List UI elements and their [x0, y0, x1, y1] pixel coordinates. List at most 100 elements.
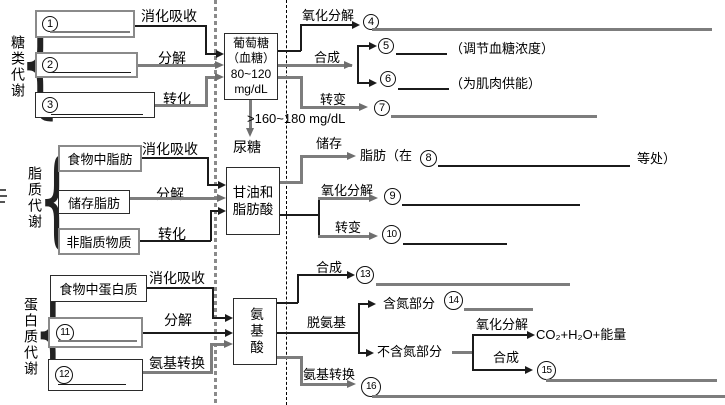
section-label-protein: 蛋白质代谢 [23, 297, 39, 377]
arrowhead-icon [225, 328, 233, 337]
flow-line [205, 25, 207, 54]
flow-line [297, 274, 299, 303]
arrowhead-icon [216, 49, 224, 58]
lipid-process-digestion: 消化吸收 [142, 141, 198, 157]
oxidation-result-text: CO₂+H₂O+能量 [536, 327, 627, 342]
arrowhead-icon [347, 152, 356, 160]
aminoacid-box-label: 氨基酸 [248, 306, 263, 357]
flow-line [212, 317, 225, 319]
arrowhead-icon [352, 20, 360, 29]
flow-line [278, 63, 352, 67]
flow-line [300, 383, 348, 386]
circled-number-1: 1 [42, 16, 58, 32]
arrowhead-icon [218, 206, 226, 215]
carb-box-3: 3 [35, 92, 155, 118]
aminoacid-box: 氨基酸 [233, 298, 277, 365]
arrowhead-icon [217, 193, 226, 202]
flow-line [300, 155, 303, 184]
arrowhead-icon [224, 340, 233, 348]
arrowhead-icon [218, 180, 226, 189]
protein-box-12: 12 [48, 359, 143, 391]
lipid-box-food-fat: 食物中脂肪 [58, 145, 142, 172]
arrowhead-icon [215, 73, 224, 81]
non-nitrogen-part-label: 不含氮部分 [377, 344, 443, 359]
glucose-threshold: >160~180 mg/dL [247, 111, 346, 126]
lipid-oxidize-label: 氧化分解 [321, 183, 374, 198]
arrowhead-icon [225, 313, 233, 322]
circled-number-16: 16 [361, 377, 381, 397]
protein-box-11: 11 [48, 317, 143, 348]
flow-line [155, 104, 208, 107]
flow-line [210, 344, 213, 374]
carb-synth-note-2: （为肌肉供能） [450, 76, 542, 91]
carb-box-1: 1 [35, 10, 135, 38]
flow-line [249, 100, 252, 129]
circled-number-12: 12 [55, 366, 73, 384]
flow-line [210, 210, 212, 241]
circled-number-4: 4 [363, 14, 379, 30]
arrowhead-icon [369, 194, 378, 202]
circled-number-3: 3 [42, 97, 58, 113]
circled-number-13: 13 [356, 266, 374, 284]
flow-line [140, 240, 211, 242]
flow-line [143, 371, 213, 374]
transamination-label: 氨基转换 [303, 367, 356, 382]
blank-line [372, 395, 725, 398]
glycerol-fattyacid-box: 甘油和 脂肪酸 [226, 167, 280, 235]
flow-line [300, 356, 303, 385]
flow-line [277, 302, 298, 304]
arrowhead-icon [369, 41, 377, 50]
circled-number-5: 5 [378, 38, 394, 54]
carb-process-decompose: 分解 [158, 50, 186, 66]
protein-synth-label: 合成 [316, 260, 343, 275]
flow-line [147, 287, 213, 289]
blank-line [372, 28, 712, 31]
arrowhead-icon [366, 348, 374, 357]
flow-line [357, 82, 369, 84]
arrowhead-icon [344, 60, 353, 69]
blank-line [376, 283, 570, 286]
circled-number-14: 14 [444, 291, 463, 310]
lipid-convert-label: 转变 [335, 220, 362, 235]
flow-line [280, 214, 318, 216]
flow-line [318, 197, 369, 200]
urine-sugar-label: 尿糖 [233, 139, 261, 155]
flow-line [300, 106, 360, 109]
blank-line [50, 30, 130, 33]
flow-line [472, 334, 474, 371]
flow-line [358, 303, 360, 353]
flow-line [277, 356, 302, 359]
blank-line [402, 204, 580, 206]
lipid-box-non-lipid: 非脂质物质 [58, 228, 140, 255]
flow-line [452, 351, 472, 354]
carb-synth-label: 合成 [314, 50, 341, 65]
lipid-process-convert: 转化 [158, 226, 186, 242]
blank-line [58, 339, 137, 342]
lipid-process-decompose: 分解 [156, 186, 184, 202]
protein-box-food-protein: 食物中蛋白质 [50, 275, 147, 302]
flow-line [205, 77, 208, 107]
flow-line [318, 234, 369, 238]
arrowhead-icon [368, 299, 376, 308]
arrowhead-icon [525, 365, 533, 374]
section-label-lipid: 脂质代谢 [27, 166, 43, 230]
protein-process-decompose: 分解 [164, 312, 192, 328]
flow-line [212, 287, 214, 318]
blank-line [396, 53, 447, 55]
flow-line [357, 45, 359, 83]
flow-line [300, 24, 352, 26]
carb-synth-note-1: （调节血糖浓度） [450, 41, 555, 56]
flow-line [205, 76, 215, 79]
flow-line [278, 76, 302, 79]
flow-line [472, 334, 527, 336]
blank-line [58, 383, 126, 385]
arrowhead-icon [527, 330, 535, 339]
flow-line [300, 24, 302, 51]
flow-line [130, 196, 217, 200]
flow-line [210, 210, 218, 212]
left-edge-glyph-fragment [0, 201, 5, 203]
arrowhead-icon [347, 380, 356, 388]
lipid-box-stored-fat: 储存脂肪 [58, 190, 130, 214]
flow-line [318, 198, 320, 237]
